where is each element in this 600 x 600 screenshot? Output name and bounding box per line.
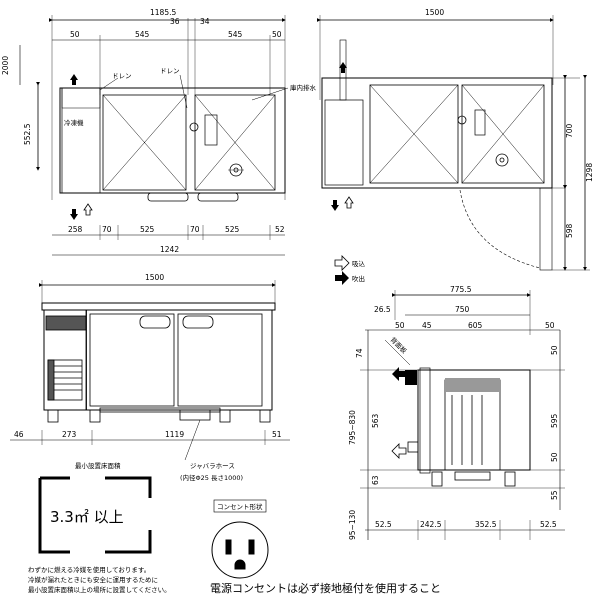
dim-top-total: 1185.5 [150, 8, 176, 17]
sv-dim-563: 563 [371, 413, 380, 428]
min-space-note3: 最小設置床面積以上の場所に設置してください。 [28, 585, 171, 594]
side-dim-width: 1500 [425, 8, 444, 17]
sv-dim-26: 26.5 [374, 305, 391, 314]
sv-dim-b3: 352.5 [475, 520, 497, 529]
side-top-view [316, 15, 590, 271]
hose-spec: (内径Φ25 長さ1000) [180, 473, 243, 482]
outlet-title-box [213, 499, 267, 513]
sv-dim-775: 775.5 [450, 285, 472, 294]
legend-intake: 吸込 [352, 259, 366, 268]
dim-top-3: 36 [170, 17, 180, 26]
front-view [10, 280, 290, 461]
sv-dim-95: 95~130 [348, 510, 357, 540]
dim-top-1: 50 [70, 30, 80, 39]
intake-arrow-icon [334, 255, 350, 271]
legend [334, 255, 350, 285]
sv-dim-750: 750 [455, 305, 470, 314]
front-dim-1119: 1119 [165, 430, 184, 439]
hose-label: ジャバラホース [190, 462, 235, 470]
label-drain-inside: 庫内排水 [290, 83, 317, 92]
label-drain-left: ドレン [112, 72, 132, 80]
sv-dim-b4: 52.5 [540, 520, 557, 529]
dim-top-2: 545 [135, 30, 150, 39]
exhaust-arrow-icon [335, 271, 349, 285]
dim-top-6: 50 [272, 30, 282, 39]
min-space-note1: わずかに燃える冷媒を使用しております。 [28, 565, 150, 574]
top-view [19, 15, 289, 256]
sv-dim-55: 55 [550, 490, 559, 500]
legend-exhaust: 吹出 [352, 274, 365, 283]
front-dim-46: 46 [14, 430, 24, 439]
side-view [360, 290, 565, 540]
dim-bottom-5: 525 [225, 225, 240, 234]
sv-dim-63: 63 [371, 475, 380, 485]
dim-top-4: 34 [200, 17, 210, 26]
label-rear: 背面板 [389, 335, 410, 356]
front-dim-width: 1500 [145, 273, 164, 282]
outlet-icon [211, 521, 269, 579]
sv-dim-b1: 52.5 [375, 520, 392, 529]
dim-bottom-3: 525 [140, 225, 155, 234]
min-space-box [38, 476, 152, 554]
side-dim-1298: 1298 [585, 163, 594, 182]
dim-bottom-total: 1242 [160, 245, 179, 254]
front-dim-51: 51 [272, 430, 282, 439]
sv-dim-74: 74 [355, 348, 364, 358]
sv-dim-50b: 50 [545, 321, 555, 330]
sv-dim-45: 45 [422, 321, 432, 330]
dim-bottom-1: 258 [68, 225, 83, 234]
label-drain-right: ドレン [160, 67, 180, 75]
outlet-warning: 電源コンセントは必ず接地極付を使用すること [210, 581, 441, 595]
min-space-title: 最小設置床面積 [75, 461, 121, 470]
dim-left-1: 2000 [1, 56, 10, 75]
dim-bottom-4: 70 [190, 225, 200, 234]
sv-dim-r50b: 50 [550, 452, 559, 462]
sv-dim-595: 595 [550, 413, 559, 428]
sv-dim-50a: 50 [395, 321, 405, 330]
side-dim-598: 598 [565, 223, 574, 238]
front-dim-273: 273 [62, 430, 77, 439]
dim-bottom-2: 70 [102, 225, 112, 234]
min-space-note2: 冷媒が漏れたときにも安全に運用するために [28, 575, 158, 584]
min-space-value: 3.3㎡ 以上 [50, 508, 124, 526]
label-heat: 冷凍機 [64, 118, 84, 127]
sv-dim-r50a: 50 [550, 345, 559, 355]
sv-dim-795: 795~830 [348, 410, 357, 445]
side-dim-700: 700 [565, 123, 574, 138]
sv-dim-b2: 242.5 [420, 520, 442, 529]
sv-dim-605: 605 [468, 321, 483, 330]
dim-bottom-6: 52 [275, 225, 285, 234]
outlet-title: コンセント形状 [217, 502, 263, 511]
dim-top-5: 545 [228, 30, 243, 39]
dim-left-2: 552.5 [23, 123, 32, 145]
